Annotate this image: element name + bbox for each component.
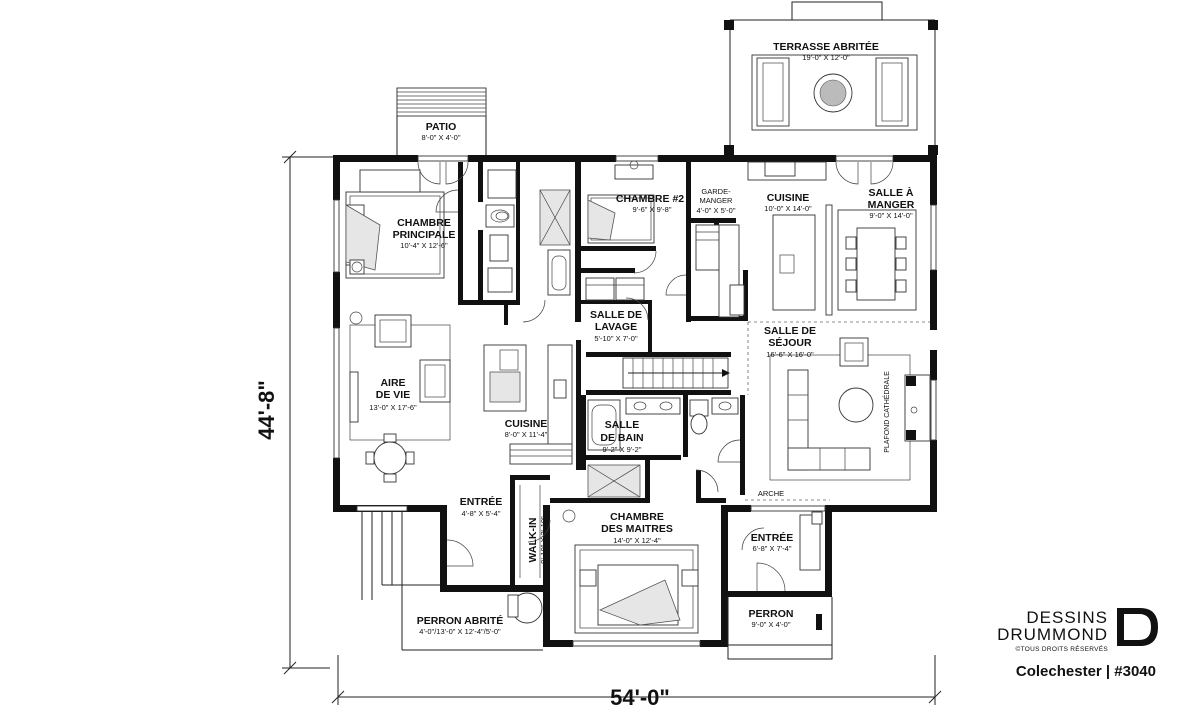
entry-right-furniture [799,511,823,571]
chambre-principale-name-1: CHAMBRE [397,217,451,229]
door-swings [417,161,894,592]
aire-vie-name-1: AIRE [380,377,405,389]
patio-size: 8'-0" X 4'-0" [421,133,460,142]
patio-area [396,87,487,155]
brand-logo: DESSINS DRUMMOND ©TOUS DROITS RÉSERVÉS C… [997,608,1158,680]
kitchen-main-fixtures [695,161,833,318]
garde-manger-size: 4'-0" X 5'-0" [696,206,735,215]
patio-name: PATIO [426,121,457,133]
walk-in-size: 9'-10" X 3'-10" [539,516,548,564]
aire-vie-name-2: DE VIE [376,389,410,401]
brand-rights: ©TOUS DROITS RÉSERVÉS [1016,644,1109,653]
salle-sejour-name-1: SALLE DE [764,325,816,337]
salle-lavage-size: 5'-10" X 7'-0" [594,334,638,343]
salle-bain-name-2: DE BAIN [600,432,643,444]
perron-abrite-name: PERRON ABRITÉ [417,614,504,627]
covered-porch [361,512,543,651]
brand-line-2: DRUMMOND [997,625,1108,644]
chambre-maitres-name-2: DES MAITRES [601,523,673,535]
salle-manger-name-2: MANGER [868,199,915,211]
master-bed-left [345,169,445,279]
terrasse-name: TERRASSE ABRITÉE [773,40,879,53]
chambre-maitres-size: 14'-0" X 12'-4" [613,536,661,545]
cuisine-small-name: CUISINE [505,418,548,430]
salle-sejour-name-2: SÉJOUR [768,336,812,349]
chambre-principale-size: 10'-4" X 12'-6" [400,241,448,250]
salle-manger-size: 9'-0" X 14'-0" [869,211,913,220]
aire-vie-size: 13'-0" X 17'-6" [369,403,417,412]
salle-sejour-size: 16'-6" X 16'-0" [766,350,814,359]
walk-in-name: WALK-IN [527,518,539,563]
salle-lavage-name-2: LAVAGE [595,321,637,333]
depth-dimension: 44'-8" [254,380,279,440]
perron-size: 9'-0" X 4'-0" [751,620,790,629]
master-suite-furniture [519,485,699,634]
entree-right-name: ENTRÉE [751,531,794,544]
chambre2-size: 9'-6" X 9'-8" [632,205,671,214]
cuisine-main-name: CUISINE [767,192,810,204]
width-dimension: 54'-0" [610,685,670,710]
bathroom-fixtures-left [485,169,571,296]
terrasse-abritee-area [724,1,938,155]
salle-bain-size: 9'-2" X 9'-2" [602,445,641,454]
porch-right [727,597,833,660]
dashed-arches [745,321,930,501]
dimension-lines [282,150,942,705]
perron-name: PERRON [749,608,794,620]
interior-walls [458,162,748,585]
entree-left-name: ENTRÉE [460,495,503,508]
salle-manger-name-1: SALLE À [869,186,914,199]
arche-label: ARCHE [758,489,784,498]
chambre-principale-name-2: PRINCIPALE [393,229,456,241]
entree-right-size: 6'-8" X 7'-4" [752,544,791,553]
garde-manger-name-1: GARDE- [701,187,731,196]
plan-title: Colechester | #3040 [1016,663,1156,680]
brand-line-1: DESSINS [1026,608,1108,627]
cuisine-main-size: 10'-0" X 14'-0" [764,204,812,213]
terrasse-size: 19'-0" X 12'-0" [802,53,850,62]
chambre2-name: CHAMBRE #2 [616,193,684,205]
family-room-furniture [769,337,931,481]
dining-set [837,209,917,311]
salle-lavage-name-1: SALLE DE [590,309,642,321]
bedroom-2-furniture [587,160,655,244]
living-area-furniture [349,311,451,483]
chambre-maitres-name-1: CHAMBRE [610,511,664,523]
cuisine-small-size: 8'-0" X 11'-4" [505,430,548,439]
laundry-machines [585,277,645,301]
garde-manger-name-2: MANGER [700,196,734,205]
windows [333,155,937,647]
kitchen-left-fixtures [483,344,573,465]
entree-left-size: 4'-8" X 5'-4" [461,509,500,518]
stairs [622,357,730,389]
perron-abrite-size: 4'-0"/13'-0" X 12'-4"/5'-0" [419,627,501,636]
logo-d-icon [1117,608,1158,646]
salle-bain-name-1: SALLE [605,419,639,431]
bathroom-center-fixtures [587,397,739,498]
room-labels: TERRASSE ABRITÉE 19'-0" X 12'-0" PATIO 8… [369,40,914,636]
cathedral-ceiling-label: PLAFOND CATHÉDRALE [882,371,891,453]
